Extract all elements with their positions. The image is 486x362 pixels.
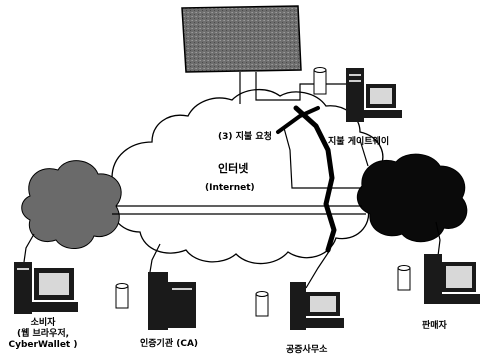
payment-gateway-server — [346, 68, 402, 122]
network-lines — [23, 72, 441, 289]
consumer-computer — [14, 262, 78, 314]
ca-database-icon — [115, 283, 129, 309]
bank-network-box — [181, 5, 302, 73]
seller-computer — [424, 254, 480, 304]
internet-cloud — [105, 89, 388, 265]
payment-request-label: (3) 지불 요청 — [218, 132, 272, 142]
seller-database-icon — [397, 265, 411, 291]
consumer-network-cloud — [21, 160, 122, 249]
payment-path-arrow — [276, 106, 320, 134]
ca-computer — [148, 272, 196, 330]
payment-path — [293, 105, 337, 253]
internet-label: 인터넷 — [218, 162, 249, 175]
payment-gateway-label: 지불 게이트웨이 — [328, 137, 390, 147]
database-icon — [313, 67, 327, 95]
consumer-label-line1: 소비자 — [30, 318, 56, 328]
consumer-label-line3: CyberWallet ) — [8, 340, 78, 350]
consumer-label-line2: (웹 브라우저, — [16, 329, 70, 339]
notary-label: 공증사무소 — [286, 345, 328, 355]
consumer-label: 소비자 (웹 브라우저, CyberWallet ) — [2, 318, 84, 351]
seller-label: 판매자 — [422, 321, 447, 331]
notary-database-icon — [255, 291, 269, 317]
seller-network-cloud — [356, 153, 468, 243]
notary-computer — [290, 282, 344, 330]
internet-en-label: (Internet) — [205, 183, 255, 193]
ca-label: 인증기관 (CA) — [140, 339, 199, 349]
